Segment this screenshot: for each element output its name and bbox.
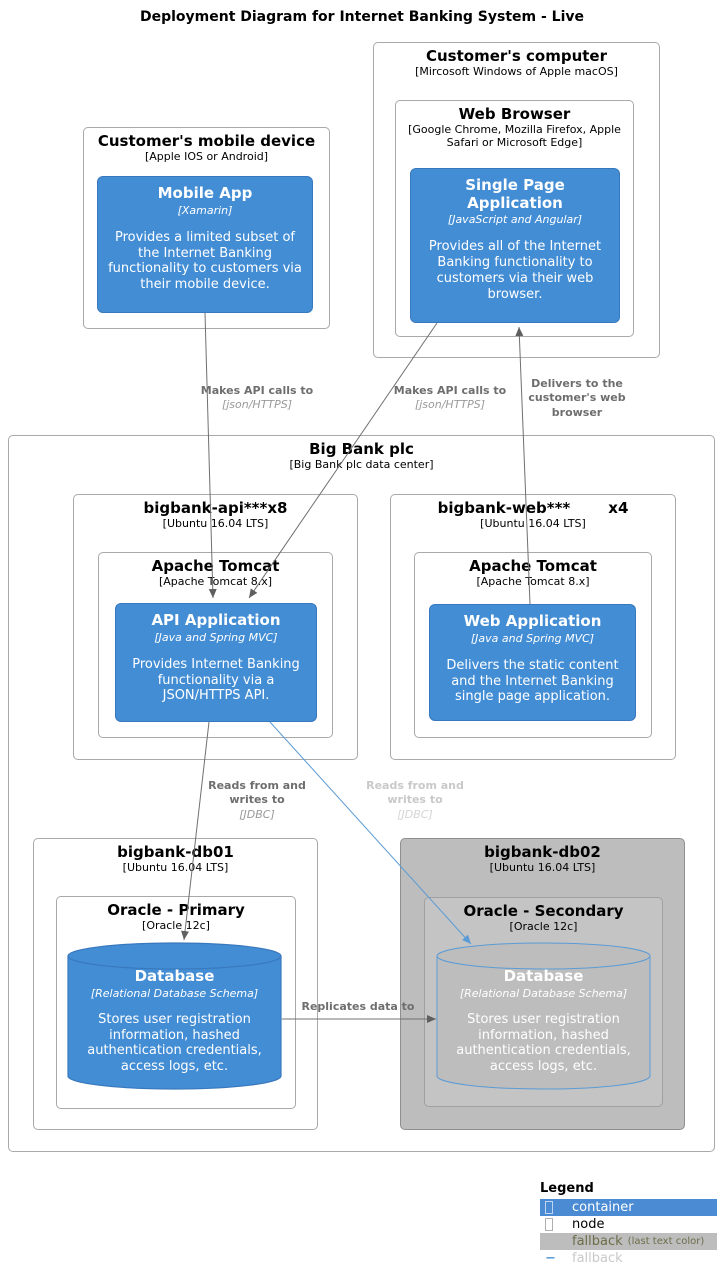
node-title: Oracle - Secondary — [463, 902, 624, 920]
relationship-tech: [json/HTTPS] — [221, 398, 293, 412]
legend-item-fallback: fallback (last text color) — [540, 1233, 717, 1250]
legend-item-node: node — [540, 1216, 717, 1233]
label-api-to-db02: Reads from and writes to [JDBC] — [360, 779, 470, 822]
container-spa: Single Page Application [JavaScript and … — [410, 168, 620, 323]
container-title: API Application — [151, 611, 281, 629]
node-title: bigbank-web*** — [437, 499, 571, 517]
node-title: Customer's computer — [425, 47, 608, 65]
node-tech: [Ubuntu 16.04 LTS] — [489, 861, 596, 874]
node-title: Web Browser — [458, 105, 571, 123]
node-tech: [Apple IOS or Android] — [144, 150, 269, 163]
container-tech: [Relational Database Schema] — [459, 986, 628, 1000]
node-title: Apache Tomcat — [469, 557, 597, 575]
legend-item-label: node — [572, 1217, 605, 1232]
node-title-row: bigbank-web*** x4 — [391, 499, 675, 517]
node-tech: [Apache Tomcat 8.x] — [158, 575, 272, 588]
node-tech: [Mircosoft Windows of Apple macOS] — [415, 65, 618, 78]
legend-item-container: container — [540, 1199, 717, 1216]
container-description: Stores user registration information, ha… — [87, 1011, 262, 1075]
node-glyph-icon — [545, 1218, 572, 1231]
label-mobile-to-api: Makes API calls to [json/HTTPS] — [192, 384, 322, 413]
node-title: bigbank-db01 — [117, 843, 234, 861]
legend-item-label: fallback — [572, 1234, 623, 1249]
container-database-primary: Database [Relational Database Schema] St… — [68, 967, 281, 1075]
relationship-label: Delivers to the customer's web browser — [528, 377, 626, 419]
container-title: Database — [503, 967, 584, 985]
container-title: Web Application — [463, 612, 602, 630]
container-title: Single Page Application — [465, 176, 565, 212]
container-tech: [Java and Spring MVC] — [154, 630, 278, 644]
node-tech: [Ubuntu 16.04 LTS] — [162, 517, 269, 530]
label-api-to-db01: Reads from and writes to [JDBC] — [202, 779, 312, 822]
node-tech: [Oracle 12c] — [142, 919, 210, 932]
relationship-label: Makes API calls to — [200, 384, 314, 397]
container-title: Database — [134, 967, 215, 985]
container-description: Provides Internet Banking functionality … — [132, 656, 300, 704]
relationship-tech: [JDBC] — [397, 807, 433, 821]
relationship-tech: [json/HTTPS] — [414, 398, 486, 412]
container-description: Provides all of the Internet Banking fun… — [428, 239, 602, 302]
label-spa-to-api: Makes API calls to [json/HTTPS] — [385, 384, 515, 413]
node-tech: [Ubuntu 16.04 LTS] — [480, 517, 586, 530]
container-mobile-app: Mobile App [Xamarin] Provides a limited … — [97, 176, 313, 313]
container-database-secondary: Database [Relational Database Schema] St… — [437, 967, 650, 1075]
legend-item-label: container — [572, 1200, 634, 1215]
legend-title: Legend — [540, 1181, 594, 1196]
label-webapp-to-spa: Delivers to the customer's web browser — [516, 377, 638, 420]
node-tech: [Big Bank plc data center] — [289, 458, 434, 471]
container-title: Mobile App — [157, 184, 253, 202]
node-title: bigbank-db02 — [484, 843, 601, 861]
node-tech: [Oracle 12c] — [509, 920, 578, 933]
container-tech: [Xamarin] — [177, 203, 233, 217]
container-tech: [JavaScript and Angular] — [447, 213, 583, 227]
node-tech: [Apache Tomcat 8.x] — [476, 575, 590, 588]
relationship-label: Replicates data to — [301, 1000, 415, 1013]
node-tech: [Ubuntu 16.04 LTS] — [122, 861, 229, 874]
node-title: Oracle - Primary — [107, 901, 245, 919]
fallback-line-icon: − — [545, 1251, 556, 1266]
node-title: Big Bank plc — [309, 440, 414, 458]
container-web-application: Web Application [Java and Spring MVC] De… — [429, 604, 636, 721]
legend-item-label: fallback — [572, 1251, 623, 1266]
legend-item-fallback-line: − fallback — [540, 1250, 717, 1267]
container-description: Provides a limited subset of the Interne… — [108, 229, 302, 293]
relationship-label: Makes API calls to — [393, 384, 507, 397]
container-api-application: API Application [Java and Spring MVC] Pr… — [115, 603, 317, 722]
container-tech: [Relational Database Schema] — [90, 986, 259, 1000]
node-title: Customer's mobile device — [97, 132, 316, 150]
diagram-title: Deployment Diagram for Internet Banking … — [139, 9, 585, 25]
container-description: Delivers the static content and the Inte… — [446, 657, 619, 705]
node-count: x4 — [608, 499, 629, 517]
relationship-tech: [JDBC] — [239, 807, 275, 821]
relationship-label: Reads from and writes to — [366, 779, 464, 807]
container-glyph-icon — [545, 1201, 572, 1214]
relationship-label: Reads from and writes to — [208, 779, 306, 807]
label-db01-to-db02: Replicates data to — [292, 1000, 424, 1014]
node-title: Apache Tomcat — [151, 557, 280, 575]
node-tech: [Google Chrome, Mozilla Firefox, Apple S… — [408, 123, 621, 149]
legend: Legend container node fallback (last tex… — [540, 1181, 717, 1267]
container-tech: [Java and Spring MVC] — [470, 631, 595, 645]
container-description: Stores user registration information, ha… — [456, 1011, 631, 1075]
node-title: bigbank-api***x8 — [143, 499, 288, 517]
legend-item-note: (last text color) — [627, 1236, 705, 1247]
